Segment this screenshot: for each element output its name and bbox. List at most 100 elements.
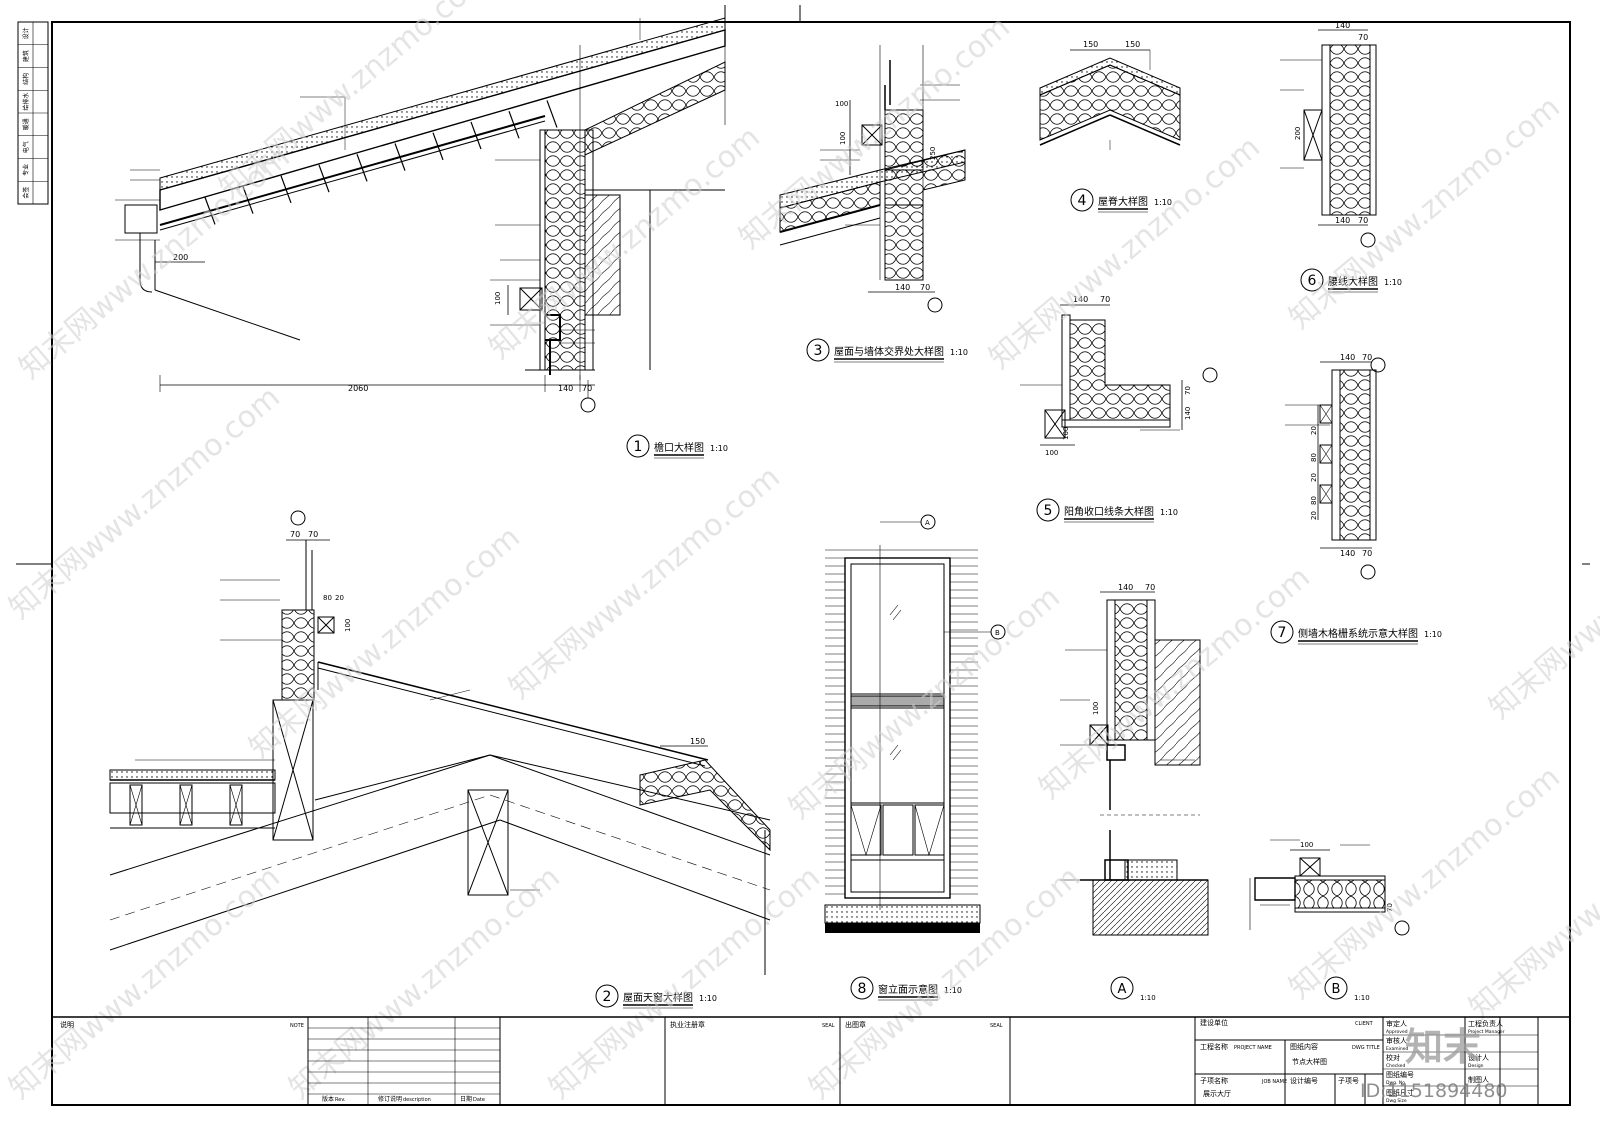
tb-seal1: 执业注册章 [670,1020,705,1029]
tb-project: 工程名称 [1200,1042,1228,1051]
detail-scale: 1:10 [699,994,717,1003]
joist [229,784,243,826]
tb-client-en: CLIENT [1355,1021,1374,1027]
tb-sub-no: 子项号 [1338,1077,1359,1085]
detail-scale: 1:10 [944,986,962,995]
tb-dwg-en: DWG TITLE [1352,1045,1380,1051]
sidebar-label: 电气 [22,141,30,153]
grille-slat [1319,484,1333,504]
dim-80: 80 [323,594,332,602]
dim-100: 100 [1045,449,1058,457]
rafter-mark [394,143,406,171]
rafter-mark [242,186,254,214]
sidebar-label: 设计 [22,27,30,39]
tb-rev: 版本 [322,1095,334,1103]
dim-70: 70 [1184,386,1192,395]
section-scale: 1:10 [1140,994,1156,1002]
tb-job-value: 展示大厅 [1203,1089,1231,1098]
dim-70: 70 [582,384,592,393]
dim-140: 140 [1073,295,1088,304]
dim-20: 20 [335,594,344,602]
rafter-mark [318,164,330,193]
detail-number: 4 [1078,193,1087,209]
tb-approved: 审定人 [1386,1019,1407,1028]
section-title-B: B1:10 [1324,976,1370,1002]
detail-title: 侧墙木格栅系统示意大样图 [1298,627,1418,640]
dim-70: 70 [1145,583,1155,592]
detail-title: 屋面与墙体交界处大样图 [834,345,944,358]
sidebar-label: 专业 [22,164,30,176]
detail-number: 8 [858,981,867,997]
sidebar-label: 建筑 [22,50,30,62]
rafter-mark [546,100,558,128]
dim-80: 80 [1310,453,1318,462]
detail-scale: 1:10 [1160,508,1178,517]
dim-100: 100 [1092,702,1100,715]
sidebar-label: 暖通 [22,118,30,130]
detail-title: 檐口大样图 [654,441,704,454]
detail-4-ridge: 150 150 [1039,40,1181,150]
dim-70: 70 [1386,903,1394,912]
tb-drawing-no-en: Dwg. No. [1386,1080,1406,1086]
brand-logo: 知末 [1405,1025,1481,1069]
detail-3-roof-wall: 140 70 100 100 250 [779,45,966,313]
tb-examined-en: Examined [1386,1046,1409,1052]
detail-number: 7 [1278,625,1287,641]
watermark: 知末网www.znzmo.com [483,120,767,366]
watermark: 知末网www.znzmo.com [503,460,787,706]
detail-1-eave: 2060 140 70 200 100 [115,5,726,413]
tb-design-no: 设计编号 [1290,1076,1318,1085]
dim-20: 20 [1310,426,1318,435]
detail-title: 腰线大样图 [1328,275,1378,288]
dim-100: 100 [1062,427,1070,440]
detail-scale: 1:10 [710,444,728,453]
dim-140: 140 [1184,407,1192,420]
section-label: B [1332,982,1341,997]
detail-title: 屋脊大样图 [1098,195,1148,208]
dim-70: 70 [1362,353,1372,362]
tb-dwg-value: 节点大样图 [1292,1057,1327,1066]
watermark: 知末网www.znzmo.com [283,860,567,1106]
detail-scale: 1:10 [950,348,968,357]
joist [179,784,193,826]
detail-7-wood-grille: 140 70 20 80 20 80 20 140 70 [1285,353,1386,580]
dim-150: 150 [690,737,705,746]
tb-note: 说明 [60,1020,74,1029]
dim-140: 140 [1340,353,1355,362]
tb-size: 图纸尺寸 [1386,1088,1414,1097]
dim-70: 70 [1362,549,1372,558]
dim-140: 140 [558,384,573,393]
detail-8-window-elevation: A B [824,514,1006,933]
tb-client: 建设单位 [1200,1018,1228,1027]
dim-100: 100 [344,619,352,632]
detail-number: 2 [603,989,612,1005]
sidebar-label: 结构 [22,73,30,85]
rafter-mark [470,121,482,150]
dim-70: 70 [1358,33,1368,42]
rafter-mark [280,175,292,204]
detail-number: 6 [1308,273,1317,289]
dim-140: 140 [895,283,910,292]
section-a-detail: 140 70 100 [1060,583,1209,936]
tb-desc: 修订说明 [378,1095,402,1103]
id-text: ID:1151894480 [1360,1080,1508,1102]
dim-70: 70 [1358,216,1368,225]
tb-size-en: Dwg Size [1386,1098,1407,1104]
tb-designer: 设计人 [1468,1053,1489,1062]
tb-job: 子项名称 [1200,1076,1228,1085]
grille-slat [1319,444,1333,464]
tb-date-en: Date [473,1097,485,1103]
tb-checked-en: Checked [1386,1063,1405,1069]
rafter-mark [432,132,444,161]
tb-date: 日期 [460,1095,472,1103]
dim-150: 150 [1083,40,1098,49]
dim-150: 150 [1125,40,1140,49]
watermark: 知末网www.znzmo.com [1483,480,1600,726]
dim-100: 100 [494,292,502,305]
dim-200: 200 [1294,127,1302,140]
detail-scale: 1:10 [1384,278,1402,287]
